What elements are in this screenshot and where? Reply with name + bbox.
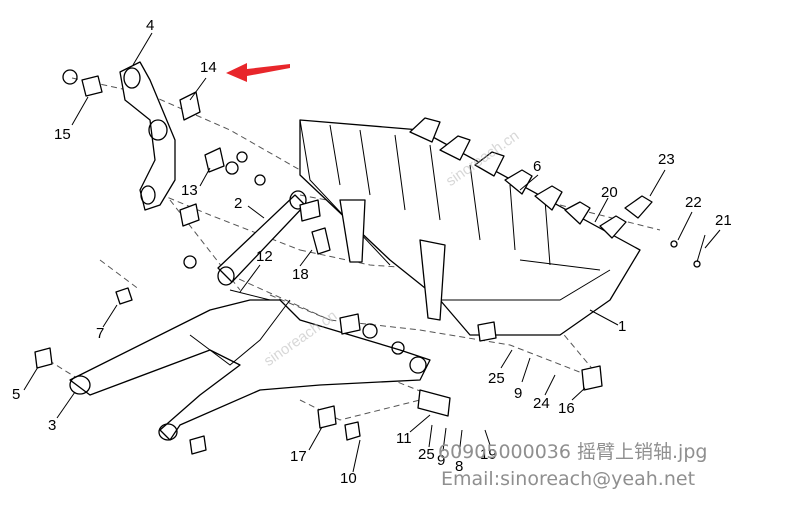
callout-6: 6	[533, 158, 542, 175]
rocker-arm	[119, 61, 176, 211]
callout-11: 11	[396, 430, 412, 447]
callout-18: 18	[292, 266, 309, 283]
tooth-pin	[670, 234, 706, 268]
callout-4: 4	[146, 17, 155, 34]
callout-14: 14	[200, 59, 217, 76]
email-caption: Email:sinoreach@yeah.net	[441, 468, 696, 490]
callout-25-upper: 25	[488, 370, 505, 387]
callout-25-lower: 25	[418, 446, 435, 463]
callout-24: 24	[533, 395, 550, 412]
callout-1: 1	[618, 318, 627, 335]
callout-19: 19	[480, 446, 497, 463]
callout-3: 3	[48, 417, 57, 434]
highlight-arrow	[226, 63, 290, 82]
bucket-teeth	[409, 117, 653, 239]
callout-2: 2	[234, 195, 243, 212]
callout-9-upper: 9	[514, 385, 523, 402]
callout-8: 8	[455, 458, 464, 475]
bushings-and-pins	[34, 69, 603, 455]
callout-21: 21	[715, 212, 732, 229]
callout-16: 16	[558, 400, 575, 417]
file-caption: 60905000036 摇臂上销轴.jpg	[438, 441, 708, 463]
callout-9-lower: 9	[437, 452, 446, 469]
callout-17: 17	[290, 448, 307, 465]
callout-12: 12	[256, 248, 273, 265]
callout-13: 13	[181, 182, 198, 199]
bucket	[299, 119, 641, 336]
callout-10: 10	[340, 470, 357, 487]
callout-5: 5	[12, 386, 21, 403]
callout-22: 22	[685, 194, 702, 211]
callout-7: 7	[96, 325, 105, 342]
callout-20: 20	[601, 184, 618, 201]
callout-15: 15	[54, 126, 71, 143]
callout-23: 23	[658, 151, 675, 168]
boom-arm	[69, 289, 431, 441]
callout-leaders	[23, 32, 721, 473]
